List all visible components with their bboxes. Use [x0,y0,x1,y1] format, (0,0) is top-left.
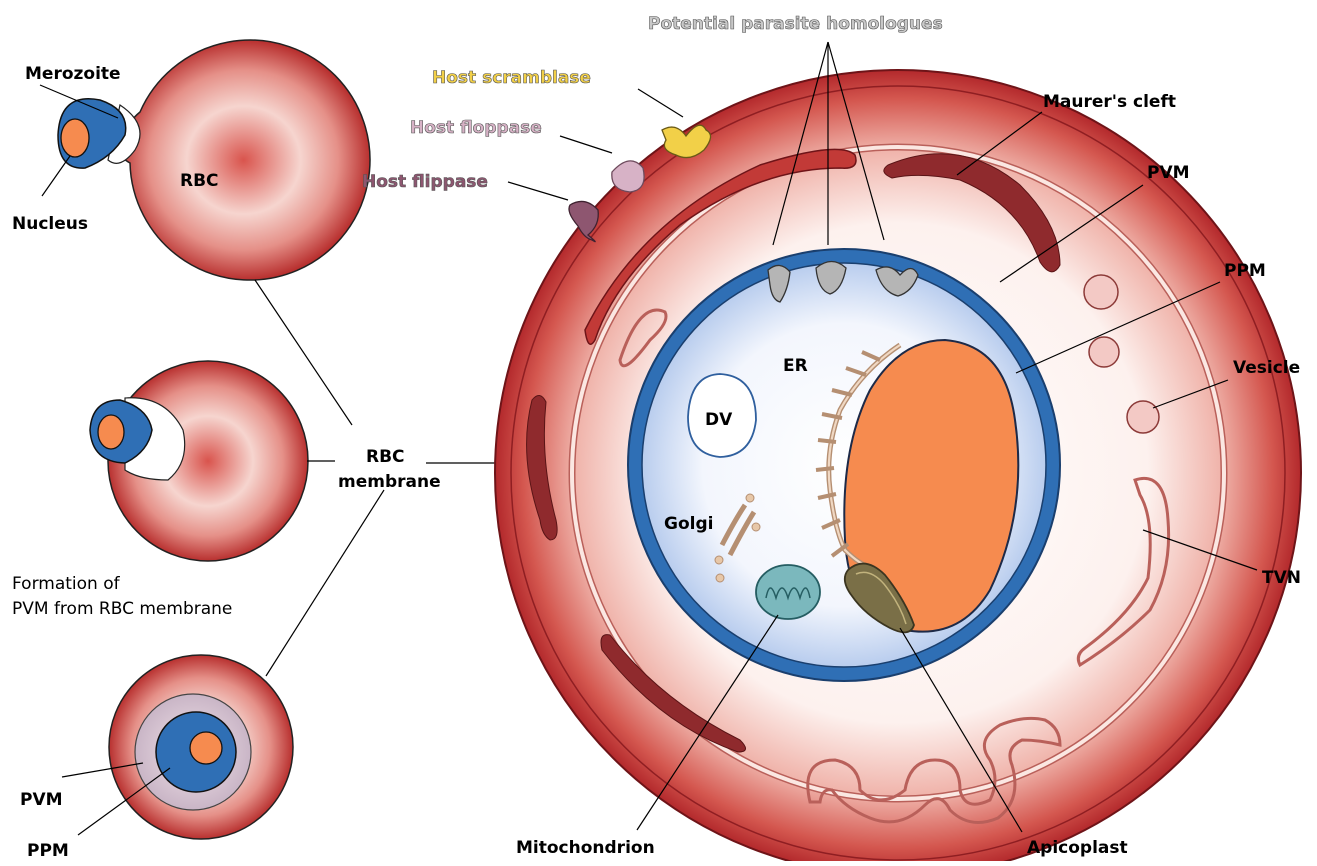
label-rbc-membrane-1: RBC [366,447,405,467]
label-ppm: PPM [1224,261,1266,281]
label-rbc: RBC [180,171,219,191]
nucleus-middle [98,415,124,449]
label-ppm-small: PPM [27,841,69,861]
label-mitochondrion: Mitochondrion [516,838,655,858]
label-pvm-small: PVM [20,790,63,810]
merozoite-nucleus [61,119,89,157]
label-host-flippase: Host flippase [362,172,488,192]
vesicle-1 [1084,275,1118,309]
label-dv: DV [705,410,733,430]
label-golgi: Golgi [664,514,713,534]
rbc-middle [90,361,308,561]
mitochondrion [756,565,820,619]
label-apicoplast: Apicoplast [1027,838,1128,858]
infected-rbc [495,70,1301,861]
label-nucleus: Nucleus [12,214,88,234]
rbc-bottom [109,655,293,839]
label-host-floppase: Host floppase [410,118,542,138]
label-vesicle: Vesicle [1233,358,1300,378]
label-rbc-membrane-2: membrane [338,472,441,492]
label-formation-line1: Formation of [12,574,121,594]
rbc-top-cell [117,40,370,280]
leader-scramblase [638,89,683,117]
label-tvn: TVN [1262,568,1301,588]
leader-floppase [560,136,612,153]
label-formation-line2: PVM from RBC membrane [12,599,232,619]
host-floppase-shape [612,161,644,192]
nucleus-bottom [190,732,222,764]
label-merozoite: Merozoite [25,64,121,84]
vesicle-3 [1127,401,1159,433]
vesicle-2 [1089,337,1119,367]
label-er: ER [783,356,808,376]
label-host-scramblase: Host scramblase [432,68,591,88]
label-potential-homologues: Potential parasite homologues [648,14,943,34]
label-pvm: PVM [1147,163,1190,183]
leader-nucleus [42,156,70,196]
label-maurers-cleft: Maurer's cleft [1043,92,1176,112]
leader-flippase [508,182,568,200]
